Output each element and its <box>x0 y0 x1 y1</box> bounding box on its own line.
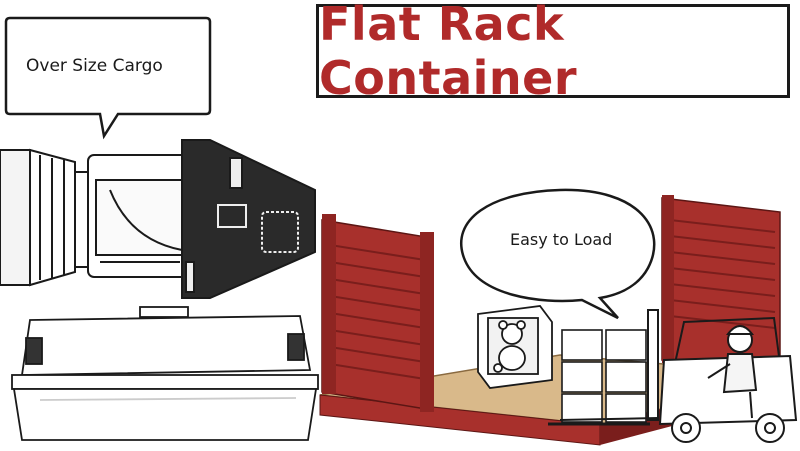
cargo-speech-bubble <box>4 16 212 140</box>
page-title: Flat Rack Container <box>319 0 578 105</box>
cardboard-boxes <box>548 329 650 426</box>
title-frame: Flat Rack Container <box>316 0 790 105</box>
machine-casing <box>11 306 319 441</box>
flat-rack-container <box>319 195 791 446</box>
forklift <box>559 309 798 443</box>
capsule-cargo <box>0 139 316 299</box>
teddy-bear-crate <box>477 305 553 389</box>
load-speech-bubble <box>460 188 656 320</box>
cargo-bubble-label: Over Size Cargo <box>26 56 163 76</box>
load-bubble-label: Easy to Load <box>510 230 613 249</box>
